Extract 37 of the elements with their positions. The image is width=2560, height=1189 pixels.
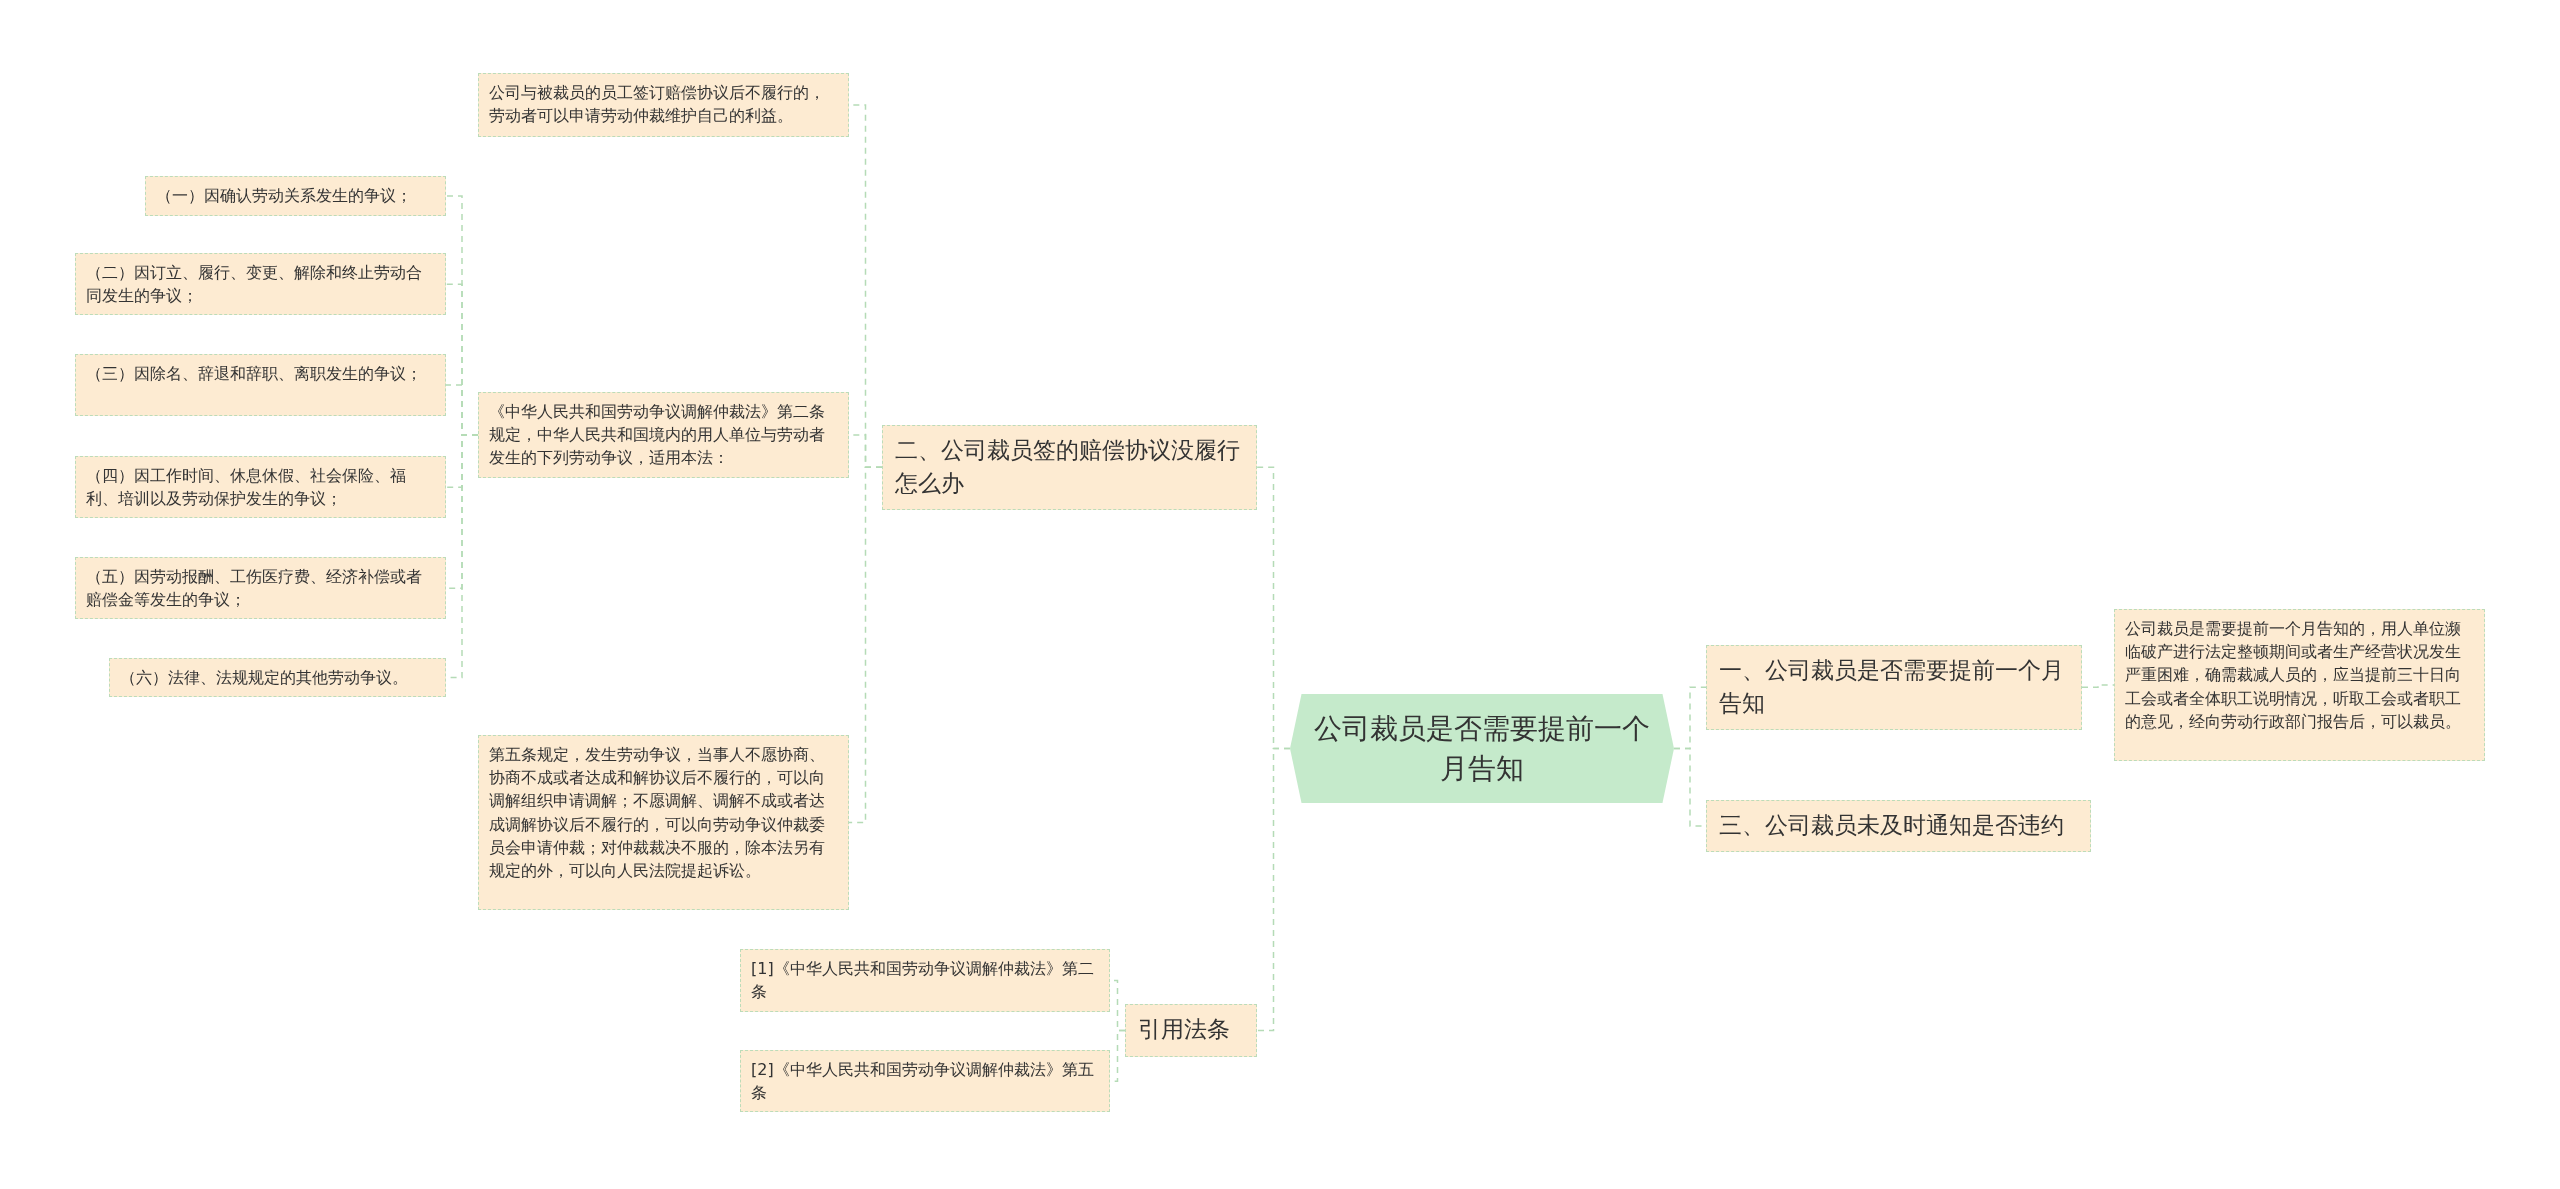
- connector-line: [1256, 747, 1291, 1032]
- note-box: [2114, 609, 2485, 761]
- topic-box: [1706, 645, 2082, 730]
- topic-text: 公司与被裁员的员工签订赔偿协议后不履行的，劳动者可以申请劳动仲裁维护自己的利益。: [489, 83, 825, 126]
- topic-text: 公司裁员是否需要提前一个月告知: [1314, 711, 1650, 787]
- note-box: [145, 176, 446, 216]
- topic-text: （六）法律、法规规定的其他劳动争议。: [120, 668, 408, 687]
- note-box: [478, 735, 849, 910]
- topic-text: （三）因除名、辞退和辞职、离职发生的争议；: [86, 364, 422, 383]
- topic-text: [2]《中华人民共和国劳动争议调解仲裁法》第五条: [751, 1060, 1094, 1103]
- topic-text: 《中华人民共和国劳动争议调解仲裁法》第二条规定，中华人民共和国境内的用人单位与劳动者发生的下列劳动争议，适用本法：: [489, 402, 825, 468]
- note-box: [75, 354, 446, 416]
- connector-line: [2081, 684, 2115, 689]
- topic-text: 引用法条: [1138, 1016, 1230, 1042]
- note-box: [109, 658, 446, 698]
- note-box: [478, 392, 849, 478]
- note-box: [75, 253, 446, 316]
- topic-box: [1706, 800, 2091, 852]
- note-box: [75, 557, 446, 620]
- note-box: [478, 73, 849, 137]
- central-topic: [1290, 694, 1674, 803]
- topic-text: （四）因工作时间、休息休假、社会保险、福利、培训以及劳动保护发生的争议；: [86, 466, 406, 509]
- note-box: [740, 1050, 1110, 1113]
- connector-line: [848, 466, 883, 824]
- note-box: [75, 456, 446, 519]
- topic-text: [1]《中华人民共和国劳动争议调解仲裁法》第二条: [751, 959, 1094, 1002]
- topic-text: 二、公司裁员签的赔偿协议没履行怎么办: [895, 437, 1240, 497]
- topic-text: （五）因劳动报酬、工伤医疗费、经济补偿或者赔偿金等发生的争议；: [86, 567, 422, 610]
- topic-text: （一）因确认劳动关系发生的争议；: [156, 186, 412, 205]
- topic-text: 三、公司裁员未及时通知是否违约: [1719, 812, 2064, 838]
- topic-text: （二）因订立、履行、变更、解除和终止劳动合同发生的争议；: [86, 263, 422, 306]
- topic-text: 一、公司裁员是否需要提前一个月告知: [1719, 657, 2064, 717]
- topic-text: 公司裁员是需要提前一个月告知的，用人单位濒临破产进行法定整顿期间或者生产经营状况发生严重困难，确需裁减人员的，应当提前三十日向工会或者全体职工说明情况，听取工会或者职工的意见，经向劳动行政部门报告后，可以裁员。: [2125, 619, 2461, 731]
- topic-box: [882, 425, 1257, 510]
- topic-text: 第五条规定，发生劳动争议，当事人不愿协商、协商不成或者达成和解协议后不履行的，可以向调解组织申请调解；不愿调解、调解不成或者达成调解协议后不履行的，可以向劳动争议仲裁委员会申请仲裁；对仲裁裁决不服的，除本法另有规定的外，可以向人民法院提起诉讼。: [489, 745, 825, 880]
- note-box: [740, 949, 1110, 1012]
- topic-box: [1125, 1004, 1257, 1057]
